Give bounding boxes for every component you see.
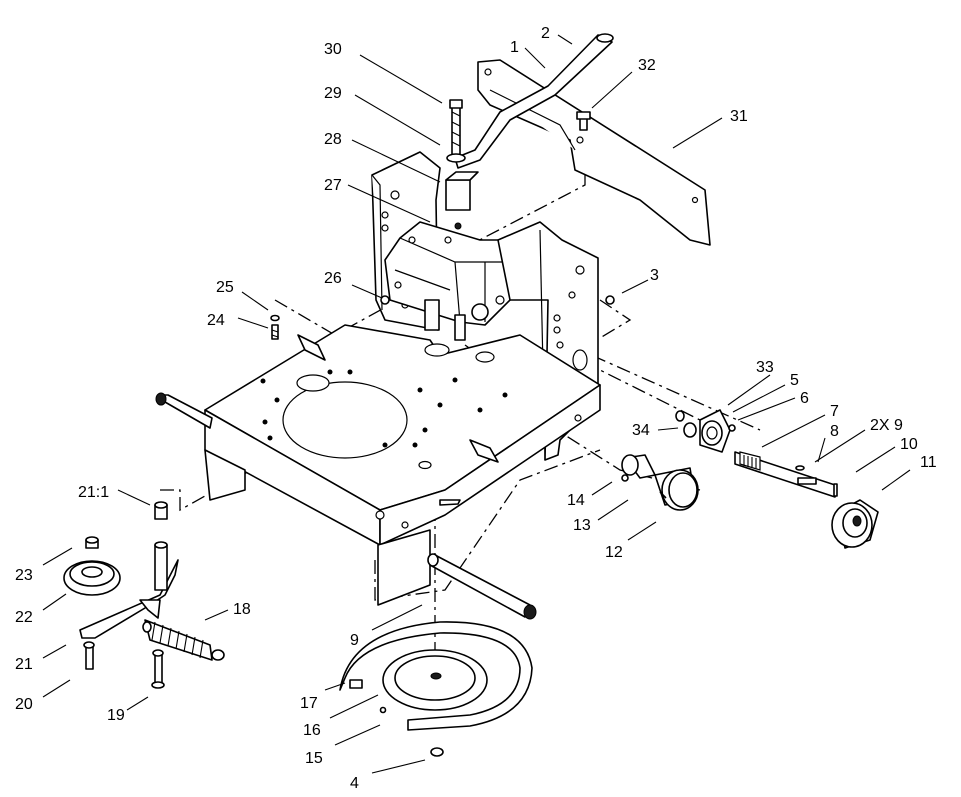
callout-32: 32 <box>638 57 656 74</box>
callout-7: 7 <box>830 403 839 420</box>
callout-13: 13 <box>573 517 591 534</box>
bolts-19-20 <box>83 641 165 689</box>
gearbox <box>384 221 521 341</box>
callout-21-1: 21:1 <box>78 484 109 501</box>
bolt-24-25 <box>270 314 280 340</box>
callout-20: 20 <box>15 696 33 713</box>
callout-22: 22 <box>15 609 33 626</box>
bolt-32 <box>576 111 591 131</box>
coupler-assembly <box>621 454 699 511</box>
callout-27: 27 <box>324 177 342 194</box>
callout-17: 17 <box>300 695 318 712</box>
leader-lines <box>42 34 911 774</box>
callout-28: 28 <box>324 131 342 148</box>
callout-4: 4 <box>350 775 359 792</box>
callout-33: 33 <box>756 359 774 376</box>
callout-31: 31 <box>730 108 748 125</box>
callout-8: 8 <box>830 423 839 440</box>
callout-5: 5 <box>790 372 799 389</box>
bearing-assembly <box>675 409 736 453</box>
callout-21: 21 <box>15 656 33 673</box>
callout-3: 3 <box>650 267 659 284</box>
callout-19: 19 <box>107 707 125 724</box>
callout-1: 1 <box>510 39 519 56</box>
callout-9: 9 <box>350 632 359 649</box>
axle-rods <box>155 392 537 620</box>
callout-14: 14 <box>567 492 585 509</box>
callout-30: 30 <box>324 41 342 58</box>
callout-24: 24 <box>207 312 225 329</box>
tension-spring <box>142 619 225 661</box>
callout-34: 34 <box>632 422 650 439</box>
idler-arm <box>79 541 179 639</box>
callout-23: 23 <box>15 567 33 584</box>
bracket-plate <box>477 59 711 246</box>
callout-6: 6 <box>800 390 809 407</box>
main-chassis <box>204 324 601 606</box>
callout-2x9: 2X 9 <box>870 417 903 434</box>
lever-mount-hardware <box>445 99 479 230</box>
callout-11: 11 <box>920 454 937 471</box>
callout-29: 29 <box>324 85 342 102</box>
idler-pulley <box>63 536 121 596</box>
pin-10 <box>833 483 838 497</box>
washer-4 <box>430 747 444 757</box>
nut-26 <box>380 295 390 305</box>
callout-16: 16 <box>303 722 321 739</box>
callout-26: 26 <box>324 270 342 287</box>
callout-2: 2 <box>541 25 550 42</box>
drive-shaft <box>734 451 836 498</box>
callout-25: 25 <box>216 279 234 296</box>
drive-pulley <box>831 499 879 549</box>
callout-18: 18 <box>233 601 251 618</box>
shift-lever <box>454 33 614 169</box>
callout-15: 15 <box>305 750 323 767</box>
nut-3 <box>605 295 615 305</box>
callout-10: 10 <box>900 436 918 453</box>
callout-12: 12 <box>605 544 623 561</box>
belt-and-pulley <box>339 621 533 731</box>
bushing-21-1 <box>154 501 168 520</box>
callout-labels: 1 2 3 4 5 6 7 8 2X 9 9 10 11 12 13 14 15… <box>15 25 937 792</box>
